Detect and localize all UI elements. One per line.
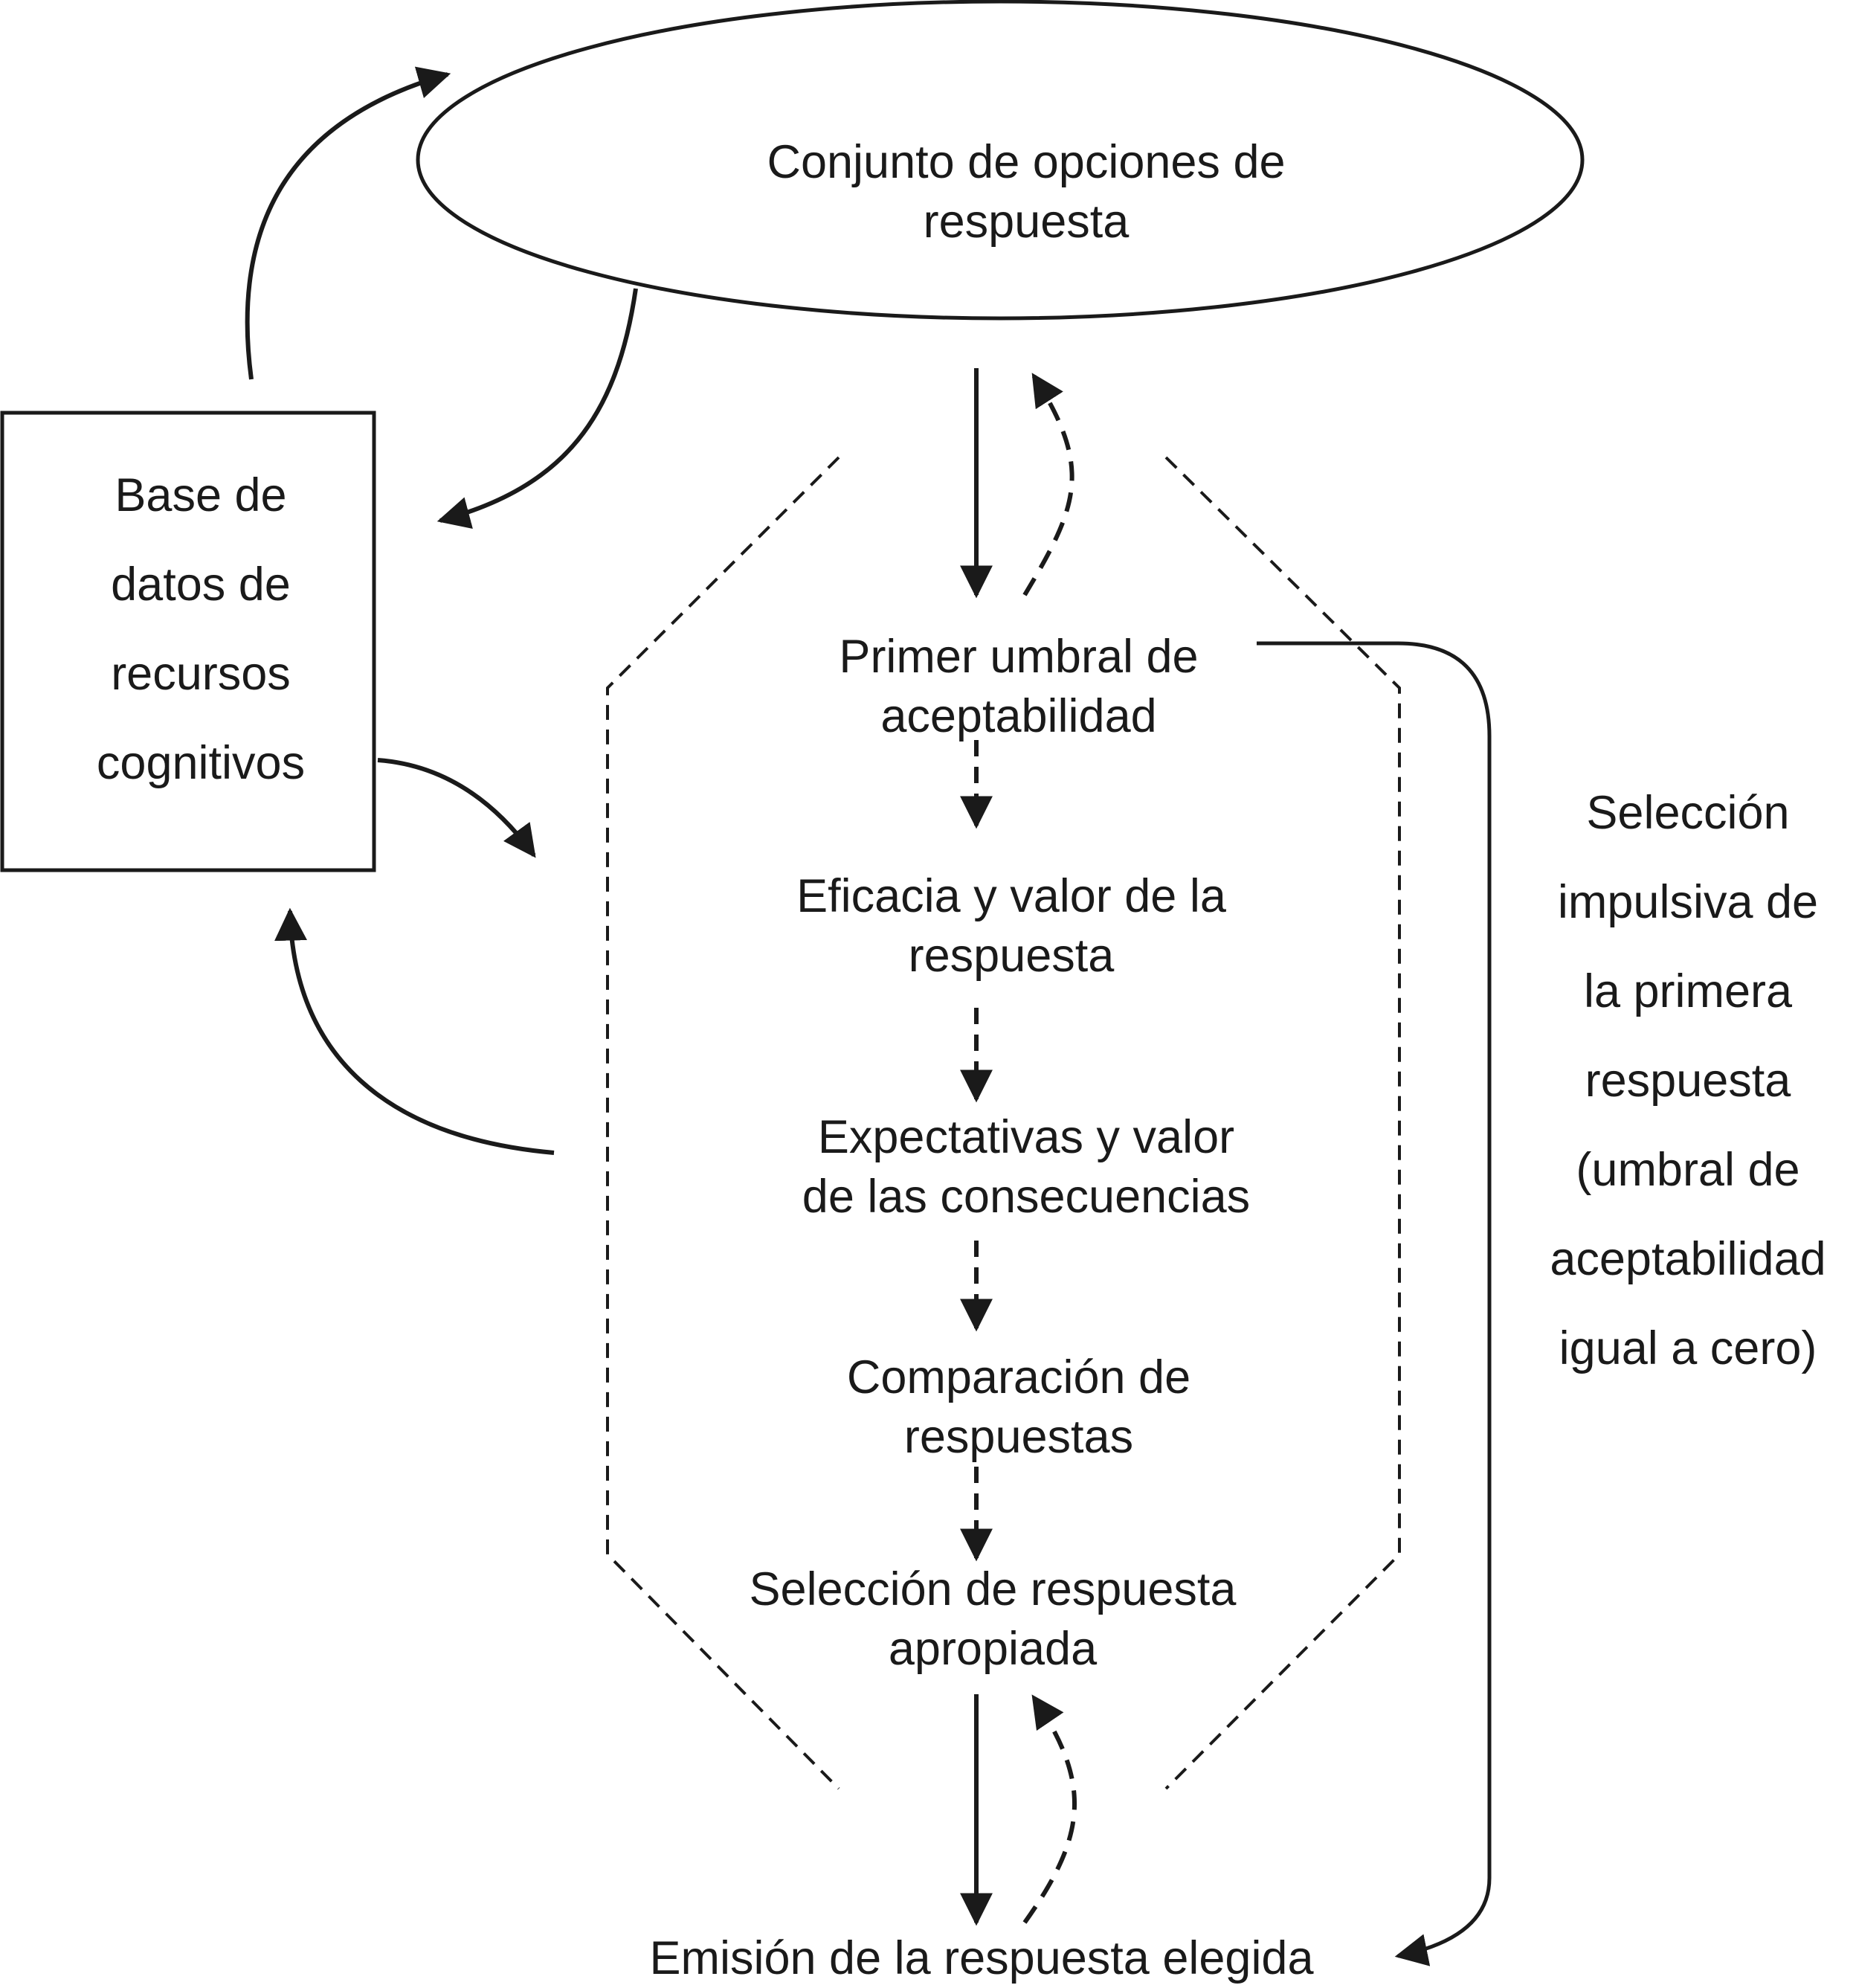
step-4-line-2: respuestas: [903, 1411, 1134, 1463]
ellipse-to-database-arrow: [436, 288, 638, 529]
database-to-ellipse-arrow: [245, 66, 451, 380]
step-efficacy-value: Eficacia y valor de la respuesta: [736, 866, 1286, 985]
step-3-line-1: Expectativas y valor: [817, 1111, 1235, 1163]
step-3-line-2: de las consecuencias: [802, 1171, 1251, 1223]
step-5-line-2: apropiada: [888, 1623, 1098, 1675]
step-2-line-1: Eficacia y valor de la: [796, 870, 1226, 922]
impulsive-line-6: aceptabilidad: [1550, 1233, 1826, 1285]
impulsive-line-3: la primera: [1583, 965, 1793, 1017]
database-line-2: datos de: [111, 559, 291, 611]
step-5-line-1: Selección de respuesta: [749, 1563, 1237, 1615]
impulsive-line-7: igual a cero): [1559, 1322, 1817, 1374]
process-to-database-arrow: [274, 907, 555, 1155]
step-first-threshold: Primer umbral de aceptabilidad: [751, 627, 1286, 746]
step-appropriate-selection: Selección de respuesta apropiada: [710, 1560, 1275, 1679]
step-1-line-1: Primer umbral de: [839, 631, 1199, 683]
impulsive-line-2: impulsiva de: [1557, 876, 1819, 928]
database-line-4: cognitivos: [96, 737, 306, 789]
response-options-line-1: Conjunto de opciones de: [767, 136, 1286, 188]
response-options-ellipse: [416, 0, 1585, 321]
database-to-process-arrow: [377, 758, 536, 858]
response-options-line-2: respuesta: [923, 196, 1130, 248]
cognitive-resources-database-box: [0, 411, 376, 872]
chosen-response-emission-label: Emisión de la respuesta elegida: [649, 1932, 1314, 1984]
response-options-label: Conjunto de opciones de respuesta: [740, 132, 1312, 251]
threshold-to-ellipse-feedback-arrow: [1022, 373, 1074, 596]
cognitive-resources-label: Base de datos de recursos cognitivos: [67, 451, 335, 808]
impulsive-line-5: (umbral de: [1576, 1144, 1800, 1196]
impulsive-line-1: Selección: [1586, 787, 1790, 839]
step-response-comparison: Comparación de respuestas: [751, 1348, 1286, 1467]
output-to-selection-feedback-arrow: [1022, 1694, 1077, 1924]
step-2-line-2: respuesta: [908, 930, 1115, 982]
database-line-3: recursos: [111, 648, 291, 700]
processing-octagon-left: [606, 456, 840, 1790]
step-expectations-consequences: Expectativas y valor de las consecuencia…: [736, 1107, 1316, 1226]
impulsive-selection-label: Selección impulsiva de la primera respue…: [1509, 768, 1856, 1393]
impulsive-line-4: respuesta: [1585, 1055, 1791, 1107]
impulsive-bypass-arrow: [1257, 641, 1492, 1966]
step-4-line-1: Comparación de: [846, 1351, 1191, 1403]
step-1-line-2: aceptabilidad: [880, 690, 1157, 742]
processing-octagon-right: [1164, 456, 1401, 1790]
database-line-1: Base de: [115, 469, 287, 521]
